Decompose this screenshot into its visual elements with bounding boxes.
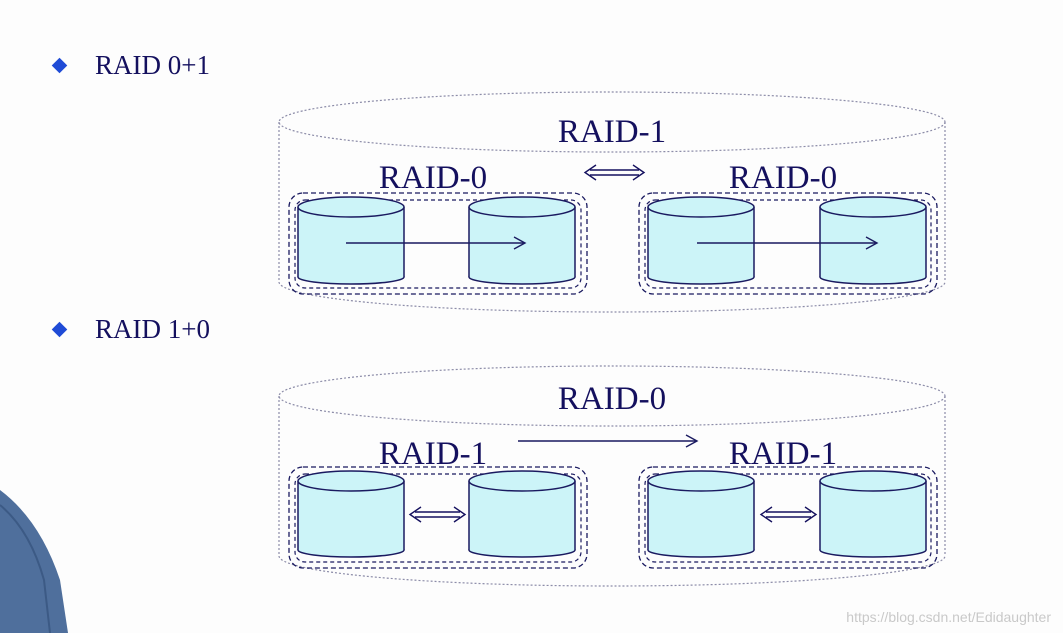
diamond-bullet-icon bbox=[51, 57, 68, 74]
raid10-outer-cylinder bbox=[278, 365, 946, 587]
raid10-disk-3 bbox=[647, 470, 755, 558]
raid01-disk-1 bbox=[297, 196, 405, 285]
diamond-bullet-icon bbox=[51, 321, 68, 338]
raid10-left-group bbox=[288, 466, 588, 569]
raid01-disk-2 bbox=[468, 196, 576, 285]
raid01-right-group-label: RAID-0 bbox=[729, 160, 837, 196]
presenter-shirt-fold bbox=[0, 504, 51, 633]
raid10-stripe-arrow bbox=[518, 434, 699, 448]
raid01-left-group-label: RAID-0 bbox=[379, 160, 487, 196]
raid10-disk-4 bbox=[819, 470, 927, 558]
raid10-disk-1 bbox=[297, 470, 405, 558]
raid01-outer-label: RAID-1 bbox=[558, 114, 666, 150]
raid10-right-group bbox=[638, 466, 938, 569]
raid10-diagram: RAID-0 RAID-1 RAID-1 bbox=[278, 365, 946, 587]
raid01-disk-4 bbox=[819, 196, 927, 285]
raid10-left-group-label: RAID-1 bbox=[379, 436, 487, 472]
watermark: https://blog.csdn.net/Edidaughter bbox=[846, 609, 1051, 625]
raid01-diagram: RAID-1 RAID-0 RAID-0 bbox=[278, 91, 946, 313]
raid01-left-group bbox=[288, 192, 588, 295]
raid01-disk-3 bbox=[647, 196, 755, 285]
raid01-stripe-arrow bbox=[346, 236, 527, 250]
raid01-heading-row: RAID 0+1 bbox=[51, 50, 210, 81]
raid10-mirror-arrow-1 bbox=[408, 506, 467, 523]
raid01-outer-cylinder bbox=[278, 91, 946, 313]
raid01-heading: RAID 0+1 bbox=[95, 50, 210, 80]
raid10-right-group-label: RAID-1 bbox=[729, 436, 837, 472]
raid10-disk-2 bbox=[468, 470, 576, 558]
raid10-heading-row: RAID 1+0 bbox=[51, 314, 210, 345]
raid01-right-group bbox=[638, 192, 938, 295]
raid10-outer-label: RAID-0 bbox=[558, 381, 666, 417]
raid01-stripe-arrow-2 bbox=[697, 236, 879, 250]
raid01-mirror-arrow bbox=[583, 164, 646, 181]
raid10-heading: RAID 1+0 bbox=[95, 314, 210, 344]
presenter-shoulder bbox=[0, 490, 68, 633]
raid10-mirror-arrow-2 bbox=[759, 506, 818, 523]
